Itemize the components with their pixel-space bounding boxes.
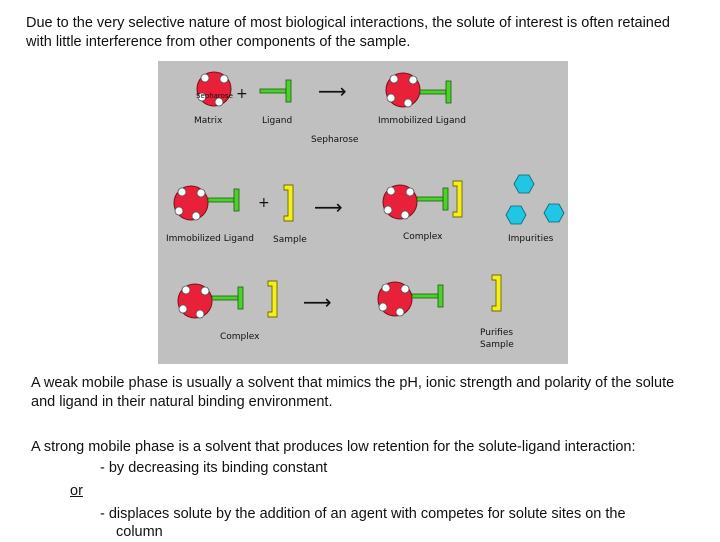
affinity-chromatography-diagram: Sepharose + ⟶ Matrix Ligand Immobilized … <box>158 61 568 364</box>
sample-bracket <box>283 184 294 222</box>
immobilized-ligand-arm <box>419 80 452 104</box>
sample-label: Sample <box>273 235 307 245</box>
matrix-label: Matrix <box>194 116 223 126</box>
immobilized-ligand-label-top: Immobilized Ligand <box>378 116 466 126</box>
impurity-hexagon-2 <box>505 205 527 225</box>
complex-bead <box>382 184 418 220</box>
intro-paragraph: Due to the very selective nature of most… <box>26 15 670 50</box>
regenerated-ligand <box>411 284 444 308</box>
plus-sign: + <box>236 86 248 102</box>
complex-sample <box>452 180 463 218</box>
bullet-decreasing-binding-constant: - by decreasing its binding constant <box>100 460 328 476</box>
complex-sample-bottom <box>267 280 278 318</box>
weak-mobile-phase-paragraph: A weak mobile phase is usually a solvent… <box>31 375 675 410</box>
bullet-displaces-solute-line2: column <box>116 524 163 540</box>
immobilized-ligand-bead-2 <box>173 185 209 221</box>
complex-ligand-bottom <box>211 286 244 310</box>
impurities-label: Impurities <box>508 234 554 244</box>
reaction-arrow: ⟶ <box>318 79 347 103</box>
plus-sign-2: + <box>258 195 270 211</box>
purified-sample-bracket <box>491 274 502 312</box>
complex-label-bottom: Complex <box>220 332 260 342</box>
ligand-label: Ligand <box>262 116 292 126</box>
or-connector: or <box>70 483 83 499</box>
immobilized-ligand-label-mid: Immobilized Ligand <box>166 234 254 244</box>
sepharose-label: Sepharose <box>311 135 359 145</box>
immobilized-ligand-bead <box>385 72 421 108</box>
free-ligand <box>259 79 292 103</box>
purified-label-line1: Purifies <box>480 328 513 338</box>
sepharose-bead-label: Sepharose <box>196 92 233 100</box>
bullet-displaces-solute-line1: - displaces solute by the addition of an… <box>100 506 626 522</box>
strong-mobile-phase-paragraph: A strong mobile phase is a solvent that … <box>31 439 636 455</box>
reaction-arrow-3: ⟶ <box>303 290 332 314</box>
regenerated-bead <box>377 281 413 317</box>
complex-ligand <box>416 187 449 211</box>
complex-bead-bottom <box>177 283 213 319</box>
immobilized-ligand-arm-2 <box>207 188 240 212</box>
matrix-bead <box>196 71 232 107</box>
impurity-hexagon-3 <box>543 203 565 223</box>
complex-label-mid: Complex <box>403 232 443 242</box>
impurity-hexagon-1 <box>513 174 535 194</box>
purified-label-line2: Sample <box>480 340 514 350</box>
reaction-arrow-2: ⟶ <box>314 195 343 219</box>
